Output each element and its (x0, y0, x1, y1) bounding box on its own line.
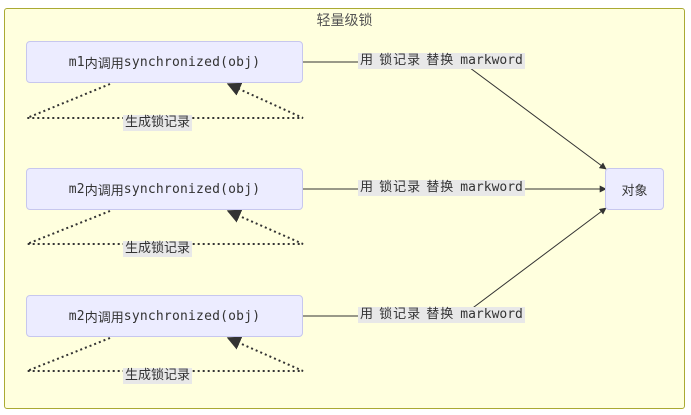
edge-m1-to-object (303, 61, 607, 170)
self-loop-3 (26, 336, 304, 372)
self-loop-1 (26, 82, 304, 119)
loop-label-2: 生成锁记录 (123, 241, 193, 257)
loop-label-1: 生成锁记录 (123, 115, 193, 131)
object-node[interactable]: 对象 (605, 168, 664, 210)
cluster-title: 轻量级锁 (316, 13, 373, 29)
edge-m2b-to-object (303, 207, 607, 317)
loop-label-3: 生成锁记录 (123, 368, 193, 384)
self-loop-2 (26, 209, 304, 245)
